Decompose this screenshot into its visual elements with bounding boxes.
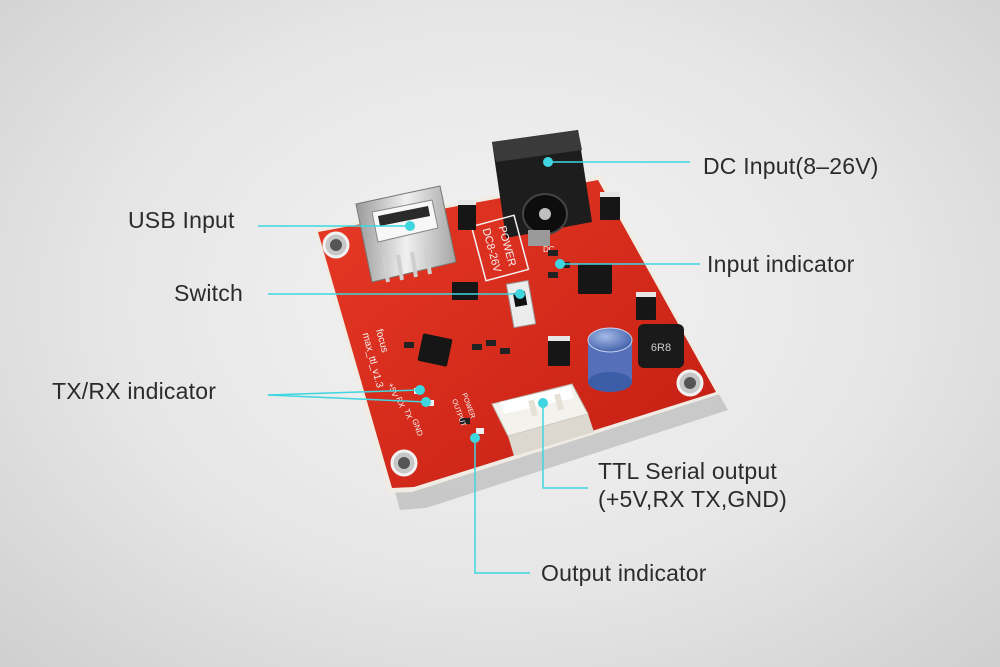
label-tx-rx-indicator: TX/RX indicator — [52, 378, 217, 404]
callout-dots — [405, 157, 565, 443]
svg-text:DC: DC — [543, 245, 555, 254]
smd-pads — [458, 192, 656, 341]
label-output-indicator: Output indicator — [541, 560, 707, 586]
usb-a-connector — [355, 185, 457, 283]
svg-text:RX: RX — [394, 396, 406, 410]
label-dc-input: DC Input(8–26V) — [703, 153, 879, 179]
label-ttl-serial-output-line2: (+5V,RX TX,GND) — [598, 486, 787, 512]
ttl-header-connector — [491, 383, 594, 456]
label-ttl-serial-output-line1: TTL Serial output — [598, 458, 777, 484]
label-ttl-serial-output: TTL Serial output (+5V,RX TX,GND) — [598, 457, 787, 513]
callout-line-tx-rx-2 — [267, 394, 427, 403]
svg-text:TX: TX — [402, 408, 414, 421]
callout-lines — [258, 161, 700, 574]
label-input-indicator: Input indicator — [707, 251, 855, 277]
smd-components — [417, 196, 656, 367]
electrolytic-capacitor — [587, 327, 633, 392]
callout-line-ttl-output — [542, 403, 588, 489]
dc-barrel-jack — [492, 130, 592, 246]
label-usb-input: USB Input — [128, 207, 235, 233]
callout-line-output-indicator — [474, 440, 530, 574]
callout-line-tx-rx-1 — [267, 389, 421, 396]
label-switch: Switch — [174, 280, 243, 306]
inductor: 6R8 — [638, 324, 684, 368]
svg-text:6R8: 6R8 — [651, 342, 671, 354]
